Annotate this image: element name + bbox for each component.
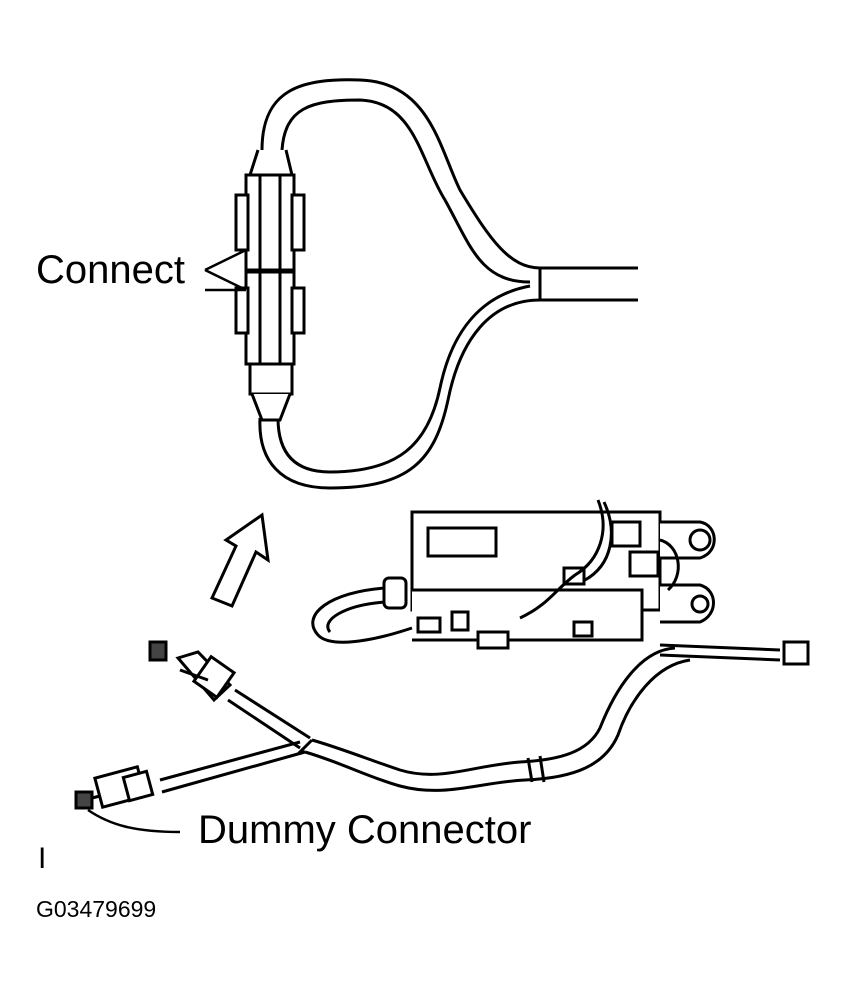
figure-marker: I: [38, 842, 47, 875]
connect-label: Connect: [36, 248, 185, 292]
dummy-connector-pointer: [87, 808, 181, 834]
module-wiring: [311, 499, 781, 662]
ecu-module: [382, 510, 716, 650]
main-harness: [296, 646, 691, 792]
lower-branch: [74, 740, 306, 810]
harness-loop: [258, 78, 638, 490]
dummy-connector-label: Dummy Connector: [198, 808, 532, 852]
connect-pointer: [204, 248, 247, 292]
up-arrow: [209, 512, 270, 608]
upper-branch: [148, 640, 311, 750]
end-connector: [782, 640, 810, 666]
figure-code: G03479699: [36, 896, 157, 922]
connector-pair: [234, 149, 306, 422]
